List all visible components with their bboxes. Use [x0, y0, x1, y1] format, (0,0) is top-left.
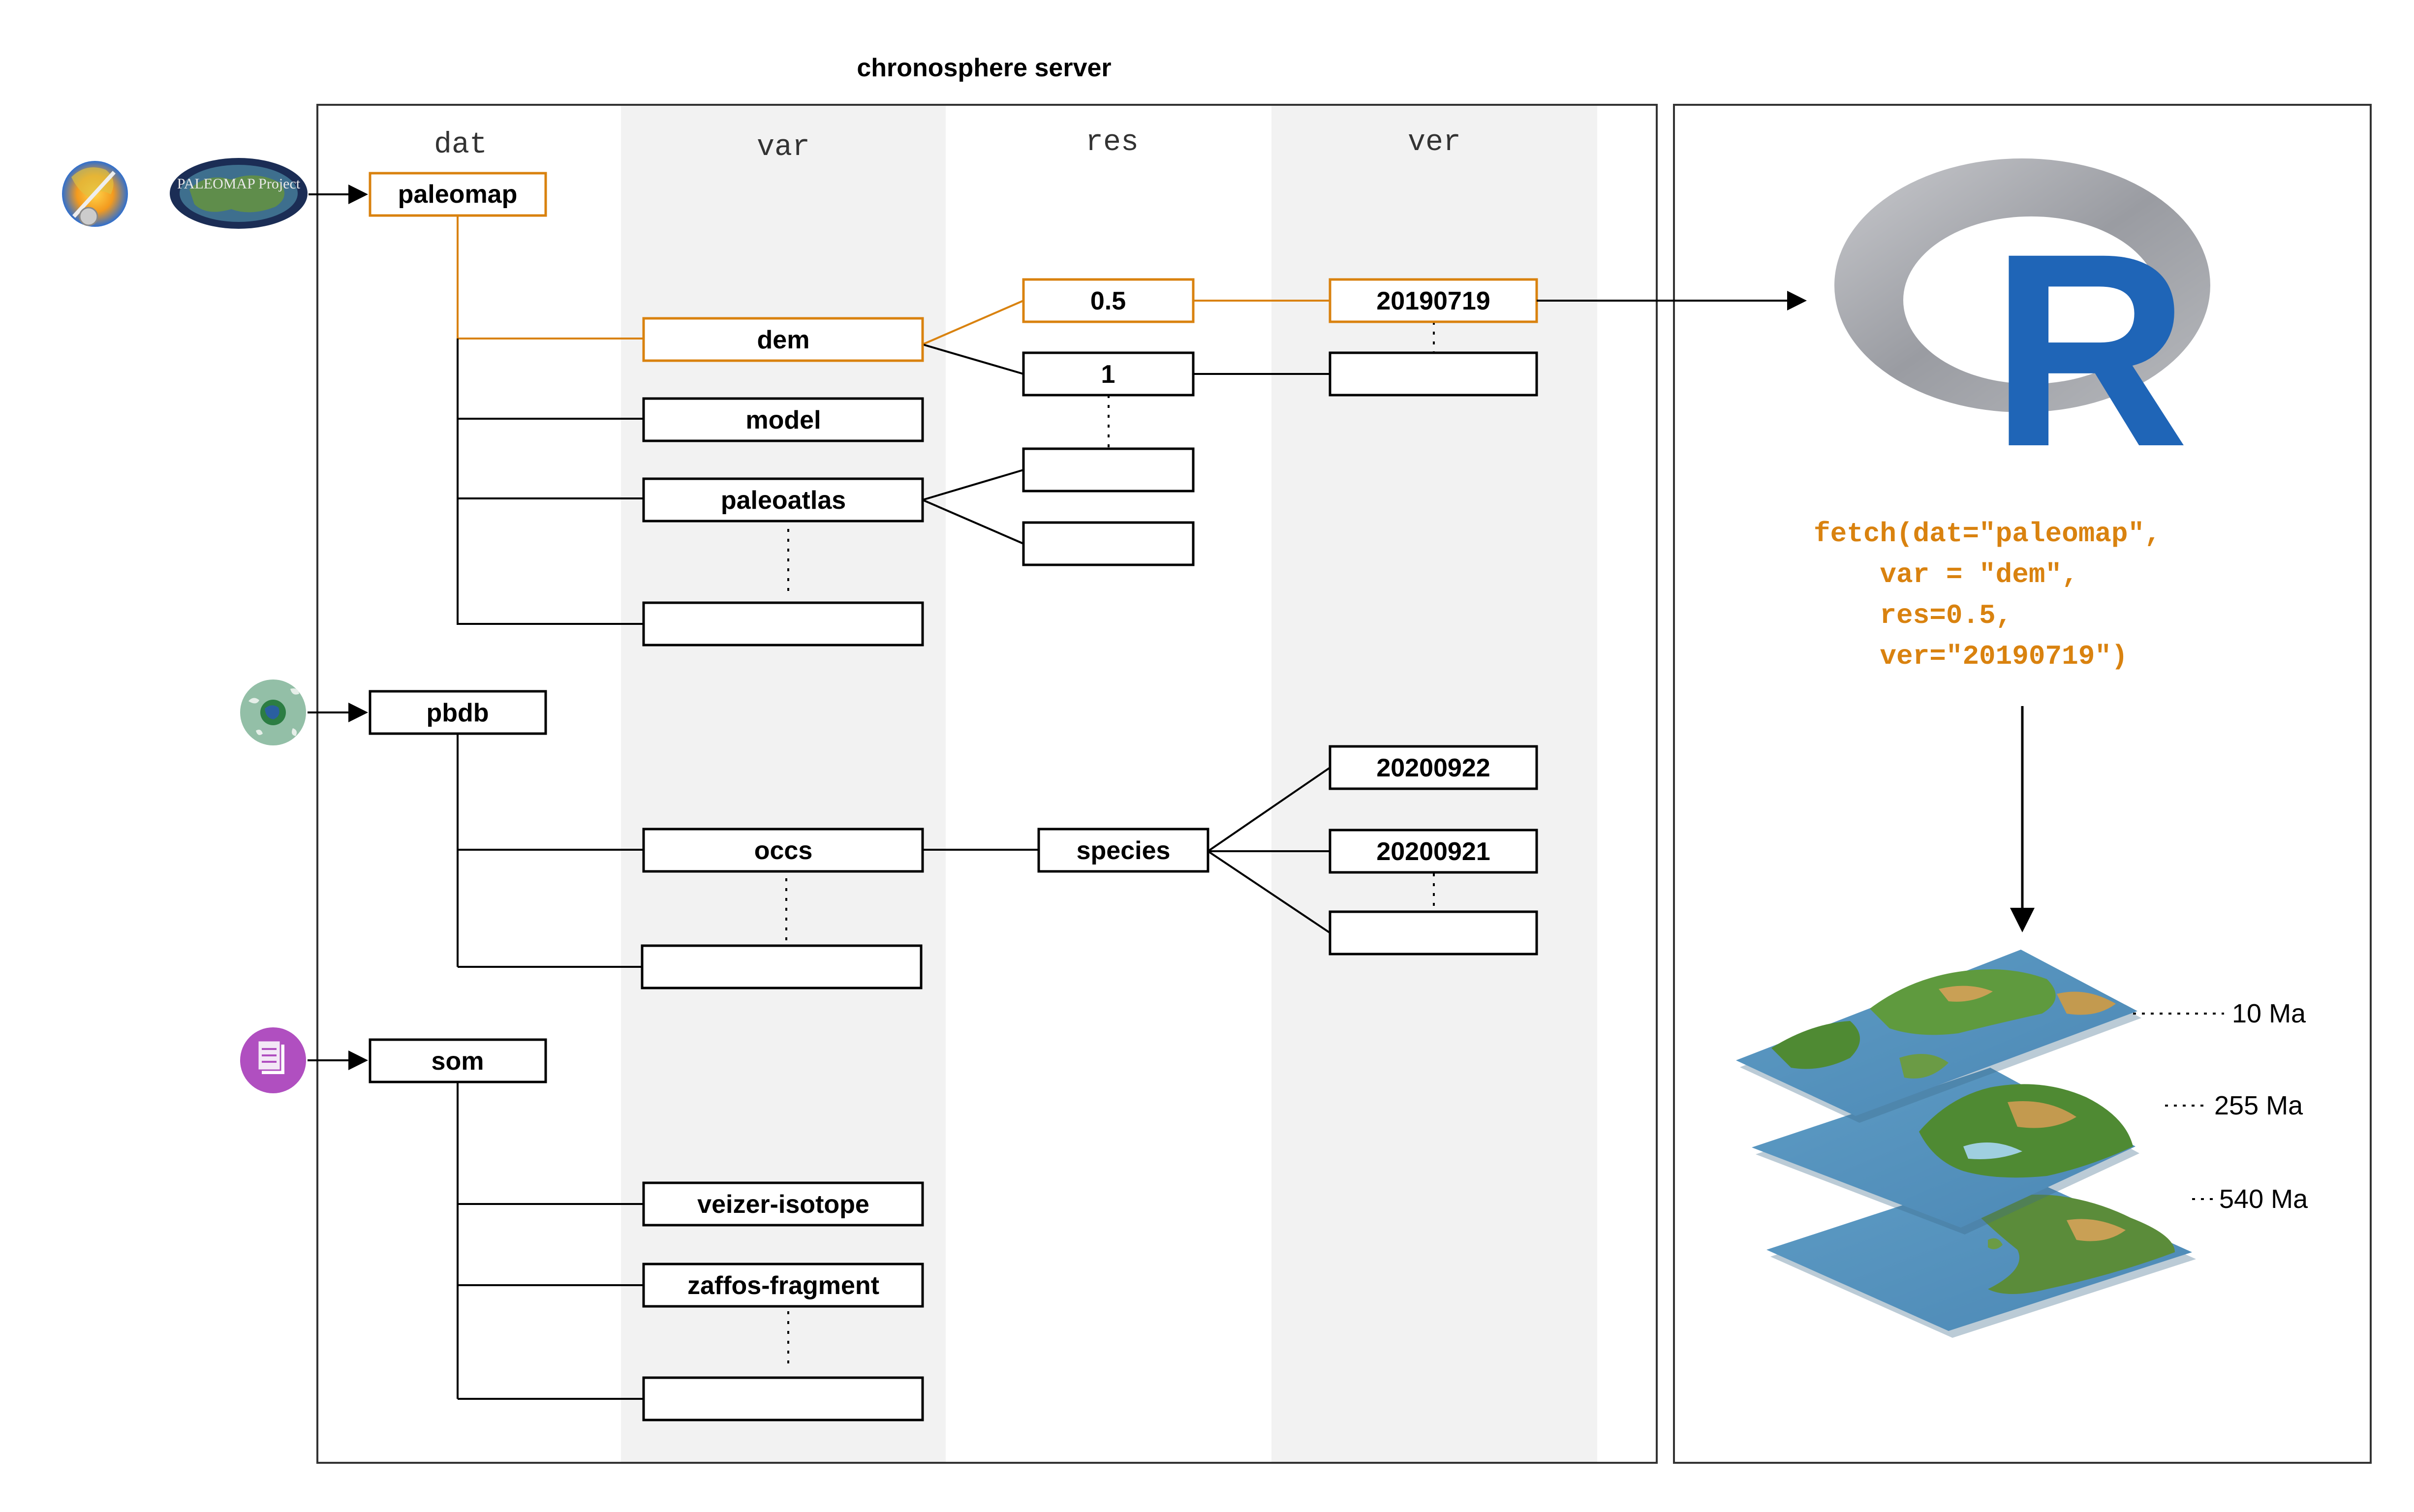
layer-label-255: 255 Ma [2214, 1091, 2303, 1120]
column-header-dat: dat [434, 128, 487, 162]
r-logo: R [1834, 158, 2210, 504]
node-paleoatlas-box [642, 477, 924, 523]
fetch-code: fetch(dat="paleomap", var = "dem", res=0… [1814, 518, 2161, 672]
var-column-band [621, 106, 946, 1462]
node-som-box [369, 1038, 547, 1083]
node-paleomap: paleomap [398, 180, 518, 209]
node-ver-20200922-box [1329, 745, 1538, 790]
pbdb-connectors [457, 733, 1435, 968]
globe-icon [62, 161, 128, 227]
diagram-title: chronosphere server [857, 54, 1111, 82]
column-header-ver: ver [1408, 126, 1461, 159]
node-var-empty-3 [642, 1376, 924, 1421]
node-ver-20190719: 20190719 [1376, 287, 1490, 315]
node-dem-box [642, 317, 924, 362]
node-res-1-box [1022, 351, 1195, 397]
node-occs-box [642, 828, 924, 873]
layer-label-10: 10 Ma [2232, 999, 2306, 1028]
paleomap-project-logo: PALEOMAP Project [170, 158, 308, 229]
node-model-box [642, 397, 924, 442]
layer-leaders [2133, 1013, 2224, 1200]
node-occs: occs [754, 836, 813, 865]
paleomap-logo-text: PALEOMAP Project [177, 176, 301, 192]
map-layer-10 [1736, 950, 2141, 1123]
code-line-4: ver="20190719") [1814, 641, 2128, 672]
document-icon [240, 1027, 306, 1093]
code-line-3: res=0.5, [1814, 600, 2012, 631]
map-layer-540 [1766, 1170, 2196, 1338]
node-som: som [432, 1047, 484, 1076]
paleomap-connectors [457, 216, 1435, 625]
layer-label-540: 540 Ma [2219, 1184, 2308, 1214]
som-connectors [457, 1082, 789, 1400]
node-pbdb-box [369, 690, 547, 735]
node-species: species [1077, 836, 1171, 865]
code-line-2: var = "dem", [1814, 559, 2078, 590]
node-ver-20200921-box [1329, 829, 1538, 874]
code-line-1: fetch(dat="paleomap", [1814, 518, 2161, 550]
node-paleoatlas: paleoatlas [721, 486, 846, 515]
node-res-empty-1 [1022, 447, 1195, 493]
node-veizer-box [642, 1181, 924, 1227]
node-ver-empty-1 [1329, 351, 1538, 397]
node-veizer-isotope: veizer-isotope [697, 1190, 869, 1219]
node-zaffos-box [642, 1263, 924, 1308]
column-header-var: var [757, 131, 810, 164]
map-layer-255 [1752, 1068, 2139, 1234]
node-model: model [745, 406, 821, 434]
node-res-1: 1 [1101, 360, 1115, 389]
node-var-empty-1 [642, 601, 924, 647]
node-ver-20200922: 20200922 [1376, 754, 1490, 782]
node-paleomap-box [369, 172, 547, 217]
node-ver-empty-2 [1329, 910, 1538, 956]
node-ver-20200921: 20200921 [1376, 837, 1490, 866]
pbdb-globe-icon [240, 679, 306, 745]
node-res-05-box [1022, 278, 1195, 323]
node-res-empty-2 [1022, 521, 1195, 566]
node-var-empty-2 [641, 944, 923, 989]
node-pbdb: pbdb [426, 699, 489, 727]
column-header-res: res [1085, 126, 1139, 159]
node-zaffos-fragment: zaffos-fragment [687, 1271, 879, 1300]
node-species-box [1037, 828, 1209, 873]
node-dem: dem [757, 326, 810, 354]
r-letter: R [1990, 196, 2189, 504]
node-res-05: 0.5 [1090, 287, 1126, 315]
